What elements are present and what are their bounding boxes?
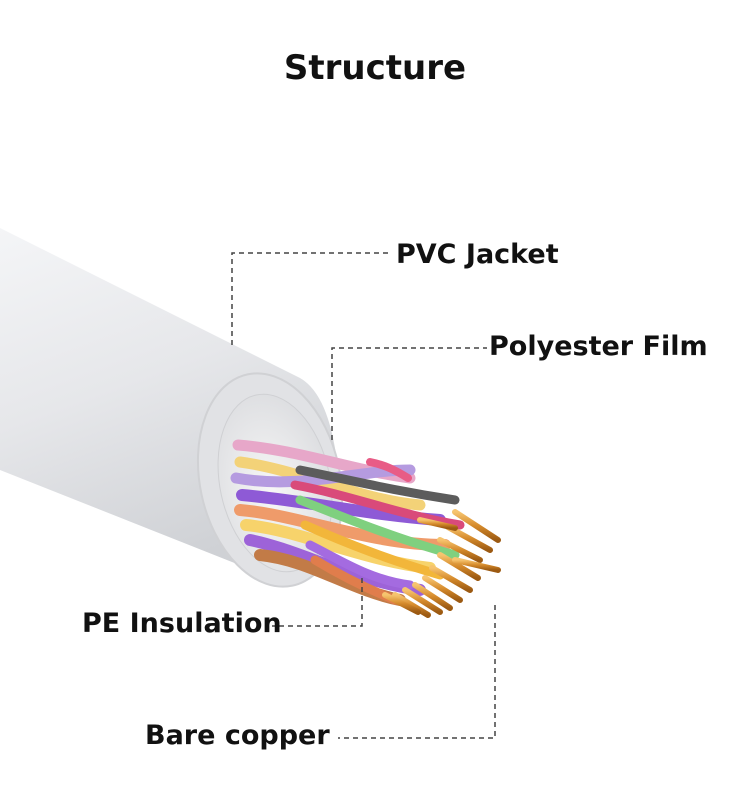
leader-lines	[231, 252, 496, 739]
label-pvc-jacket: PVC Jacket	[396, 239, 559, 270]
diagram-title: Structure	[283, 48, 467, 88]
label-polyester-film: Polyester Film	[489, 331, 708, 362]
leader-line-pvc-jacket	[231, 252, 392, 345]
leader-line-pe-insulation	[272, 578, 363, 627]
label-pe-insulation: PE Insulation	[82, 608, 282, 639]
wire-bundle	[230, 439, 465, 606]
leader-line-bare-copper	[338, 605, 496, 739]
leader-line-polyester-film	[331, 347, 487, 440]
label-bare-copper: Bare copper	[145, 720, 330, 751]
bare-copper-tips	[382, 509, 501, 618]
